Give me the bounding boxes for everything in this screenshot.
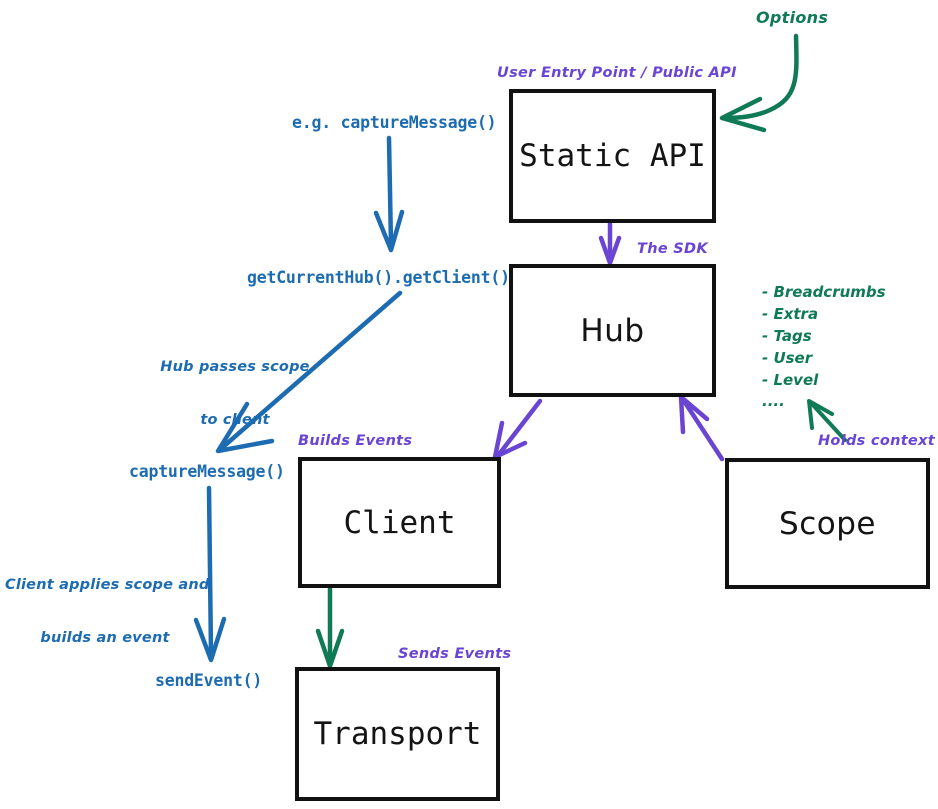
label-the-sdk: The SDK <box>637 241 708 257</box>
context-list-item: - Extra <box>762 304 819 323</box>
label-sends-events: Sends Events <box>398 646 512 662</box>
arrow-static-api-to-hub <box>598 221 622 266</box>
node-transport-label: Transport <box>313 716 482 752</box>
label-client-applies-scope-line2: builds an event <box>40 630 170 647</box>
arrow-hub-to-client <box>492 398 543 460</box>
context-list-item: - Breadcrumbs <box>762 283 886 301</box>
label-capture-message: captureMessage() <box>129 462 285 481</box>
context-list: - Breadcrumbs - Extra - Tags - User - Le… <box>762 282 886 413</box>
label-builds-events: Builds Events <box>298 433 413 449</box>
arrow-client-to-transport <box>315 586 345 669</box>
arrow-options-to-static-api <box>719 33 799 133</box>
arrow-eg-to-getclient <box>373 135 405 253</box>
node-transport[interactable]: Transport <box>295 667 500 801</box>
label-eg-capture-message: e.g. captureMessage() <box>292 113 497 132</box>
label-hub-passes-scope-line1: Hub passes scope <box>160 359 310 376</box>
node-hub[interactable]: Hub <box>509 264 716 397</box>
label-client-applies-scope-line1: Client applies scope and <box>5 577 210 594</box>
node-scope-label: Scope <box>779 505 876 542</box>
label-holds-context: Holds context <box>818 433 935 449</box>
label-user-entry-point: User Entry Point / Public API <box>497 65 737 81</box>
label-hub-passes-scope-line2: to client <box>200 412 270 429</box>
label-get-current-hub: getCurrentHub().getClient() <box>247 268 510 287</box>
context-list-item: .... <box>762 392 785 411</box>
label-hub-passes-scope: Hub passes scope to client <box>155 324 315 466</box>
node-hub-label: Hub <box>580 312 645 349</box>
arrow-scope-to-hub <box>678 394 725 462</box>
node-static-api-label: Static API <box>519 138 706 174</box>
label-send-event: sendEvent() <box>155 671 263 690</box>
label-options: Options <box>756 8 829 27</box>
context-list-item: - Tags <box>762 326 812 345</box>
node-client[interactable]: Client <box>298 457 501 588</box>
context-list-item: - Level <box>762 370 819 389</box>
node-scope[interactable]: Scope <box>725 458 930 589</box>
context-list-item: - User <box>762 348 813 367</box>
label-client-applies-scope: Client applies scope and builds an event <box>5 542 210 684</box>
node-client-label: Client <box>343 504 456 541</box>
node-static-api[interactable]: Static API <box>509 89 716 223</box>
